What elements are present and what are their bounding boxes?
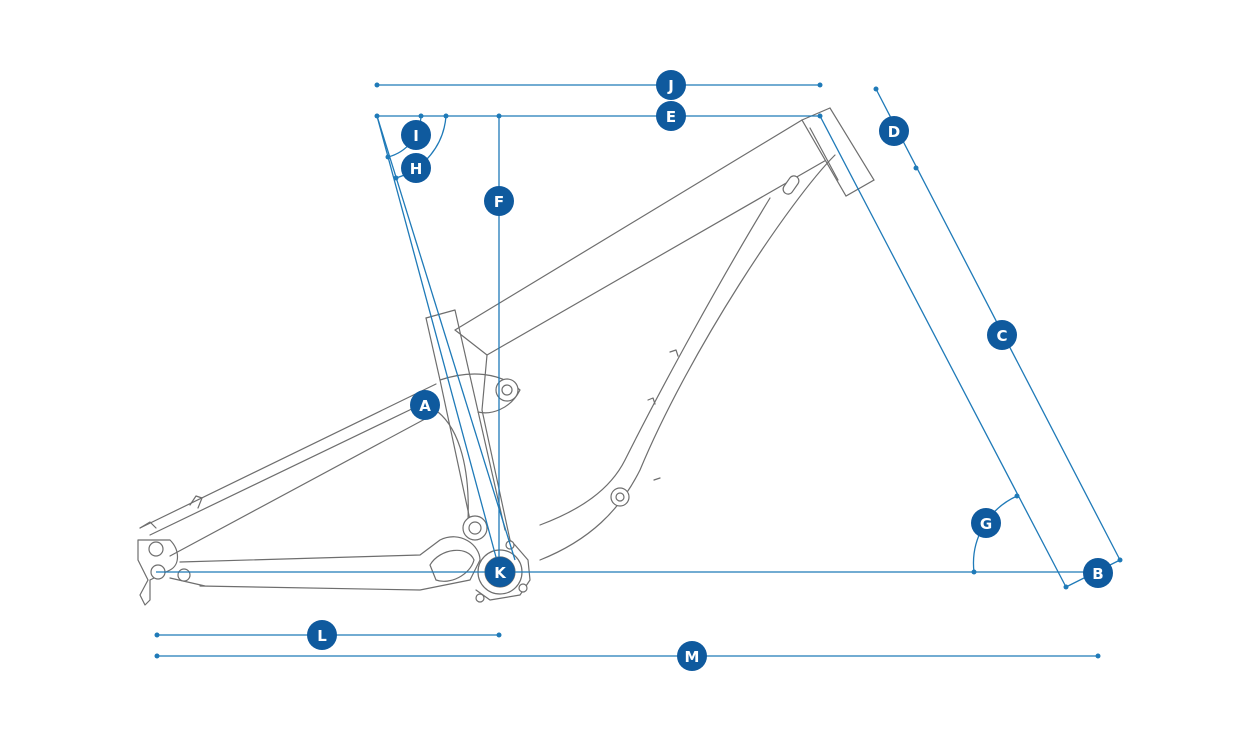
chainstay-pivot [177,568,191,582]
dim-dot-j-start [374,82,380,88]
badge-k-label: K [494,564,507,582]
badge-g: G [971,508,1001,538]
dim-dot-h-end [393,175,399,181]
dim-line-head-axis [819,115,1067,588]
badge-h-label: H [410,160,423,178]
dim-dot-g-end [1014,493,1020,499]
head-tube [801,107,875,197]
bike-frame [137,107,875,606]
badge-c-label: C [996,327,1007,345]
badge-d: D [879,116,909,146]
dimension-lines [154,82,1123,659]
bottle-boss [647,349,679,481]
downtube-pivot-inner [615,492,625,502]
badge-f: F [484,186,514,216]
bb-bolt-2 [518,583,528,593]
rear-axle [148,541,164,557]
chainstay-yoke [429,549,475,582]
cable-port [782,175,800,195]
brake-mount [139,495,203,529]
badge-l-label: L [317,627,327,645]
dim-dot-c-mid [913,165,919,171]
badge-j: J [656,70,686,100]
main-pivot-inner [468,521,482,535]
head-tube-inner [809,127,839,181]
bb-bolt-3 [475,593,485,603]
badge-c: C [987,320,1017,350]
seat-tube [425,309,511,541]
dimension-badges: J E I H F D C A [307,70,1113,671]
badge-l: L [307,620,337,650]
badge-e: E [656,101,686,131]
badge-k: K [485,557,515,587]
badge-i-label: I [413,127,419,145]
bottom-bracket-shell [475,539,531,601]
badge-m: M [677,641,707,671]
shock-mount [439,373,521,414]
dim-dot-i-end [385,154,391,160]
seat-stay-inner [149,404,421,536]
badge-b: B [1083,558,1113,588]
badge-d-label: D [888,123,900,141]
shock-pivot-upper-inner [501,384,513,396]
badge-m-label: M [685,648,700,666]
badge-a: A [410,390,440,420]
badge-h: H [401,153,431,183]
badge-e-label: E [666,108,676,126]
dim-dot-l-end [496,632,502,638]
dim-dot-m-end [1095,653,1101,659]
down-tube [539,154,836,561]
chain-stay [169,536,481,591]
dim-dot-j-end [817,82,823,88]
pivots [148,378,630,603]
dim-line-seat-angle-2 [376,115,516,561]
badge-g-label: G [980,515,992,533]
badge-f-label: F [494,193,504,211]
dim-dot-m-start [154,653,160,659]
badge-b-label: B [1092,565,1103,583]
badge-i: I [401,120,431,150]
dim-dot-c-start [873,86,879,92]
badge-j-label: J [667,77,674,95]
dim-dot-l-start [154,632,160,638]
top-tube [454,119,836,356]
seat-stay [139,383,469,557]
badge-a-label: A [419,397,431,415]
rear-dropout [137,539,179,606]
dim-line-seat-angle-1 [376,115,501,573]
